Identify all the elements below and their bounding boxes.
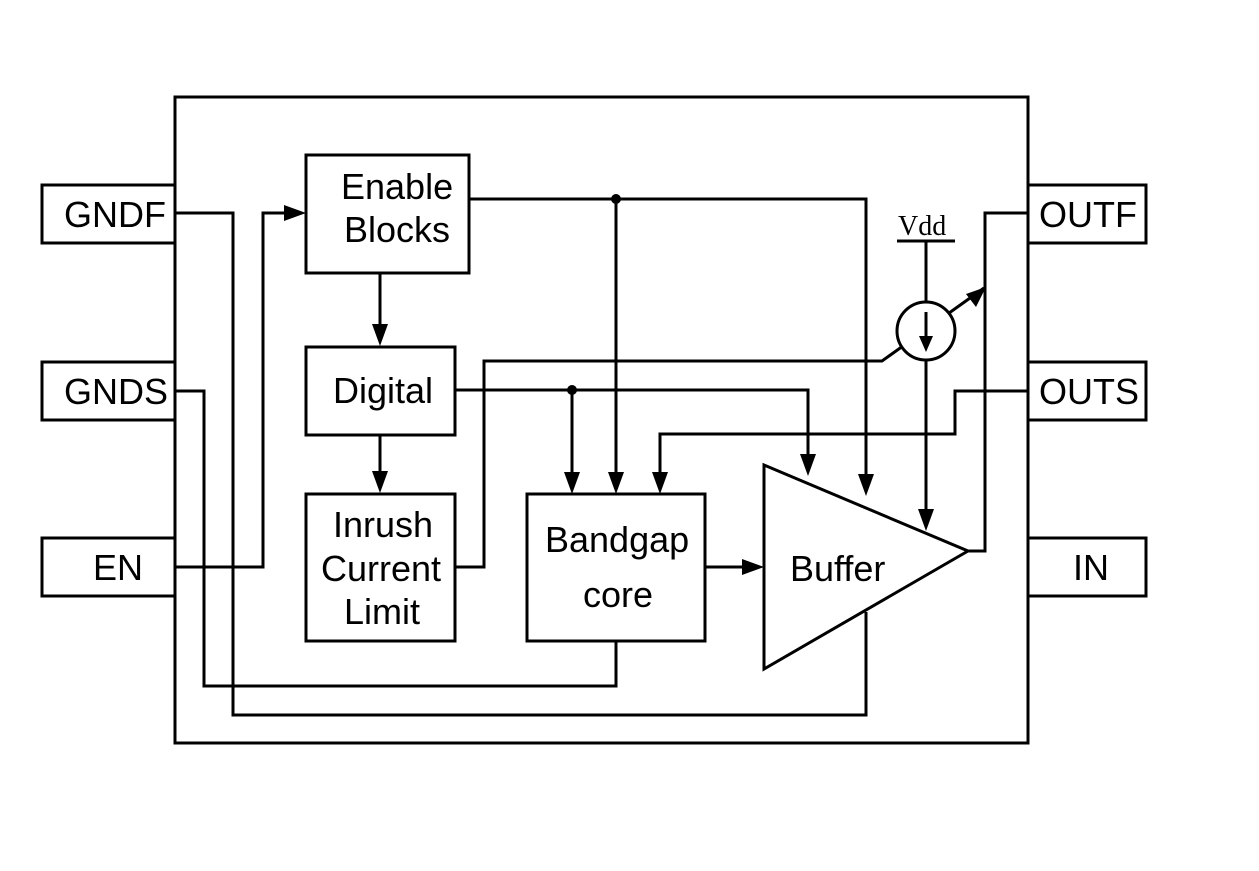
pin-gndf-label: GNDF — [64, 194, 166, 235]
enable-blocks: Enable Blocks — [304, 153, 471, 275]
chip-outline — [173, 95, 1030, 745]
enable-blocks-line2: Blocks — [344, 209, 450, 250]
pin-en: EN — [40, 536, 177, 598]
arrow-digital-buffer — [800, 454, 816, 476]
pin-in-label: IN — [1073, 547, 1109, 588]
arrow-digital-bandgap — [564, 472, 580, 494]
arrow-source-buffer — [918, 509, 934, 531]
wire-en-enable — [175, 211, 290, 569]
buffer-label: Buffer — [790, 548, 885, 589]
pin-gnds: GNDS — [40, 360, 177, 422]
bandgap-line1: Bandgap — [545, 519, 689, 560]
arrow-digital-inrush — [372, 471, 388, 493]
arrow-enable-digital — [372, 324, 388, 346]
arrow-outs-bandgap — [652, 472, 668, 494]
inrush-line3: Limit — [344, 591, 420, 632]
pin-outs-label: OUTS — [1039, 371, 1139, 412]
bandgap-core-block: Bandgap core — [525, 492, 707, 643]
arrow-en-enable — [284, 205, 306, 221]
wire-outs-feedback — [658, 389, 1028, 478]
digital-block: Digital — [304, 345, 457, 437]
pin-in: IN — [1026, 536, 1148, 598]
junction-enable — [611, 194, 621, 204]
buffer-amplifier: Buffer — [762, 462, 972, 672]
bandgap-line2: core — [583, 574, 653, 615]
vdd-label: Vdd — [898, 211, 946, 242]
junction-digital — [567, 385, 577, 395]
arrow-inrush-source — [966, 287, 986, 307]
arrow-bandgap-buffer — [742, 559, 764, 575]
inrush-current-limit-block: Inrush Current Limit — [304, 492, 457, 643]
wire-gnds-ground — [175, 389, 618, 688]
pin-outf: OUTF — [1026, 183, 1148, 245]
wire-enable-bus — [469, 197, 868, 480]
wire-gndf-ground — [175, 211, 868, 717]
arrow-enable-bandgap — [608, 472, 624, 494]
pin-gndf: GNDF — [40, 183, 177, 245]
enable-blocks-line1: Enable — [341, 166, 453, 207]
wire-buffer-outf — [968, 211, 1028, 553]
pin-gnds-label: GNDS — [64, 371, 168, 412]
current-source-arrow-head — [919, 336, 933, 352]
inrush-line2: Current — [321, 548, 441, 589]
digital-label: Digital — [333, 370, 433, 411]
pin-outs: OUTS — [1026, 360, 1148, 422]
pin-outf-label: OUTF — [1039, 194, 1137, 235]
inrush-line1: Inrush — [333, 504, 433, 545]
pin-en-label: EN — [93, 547, 143, 588]
arrow-enable-buffer — [858, 474, 874, 496]
